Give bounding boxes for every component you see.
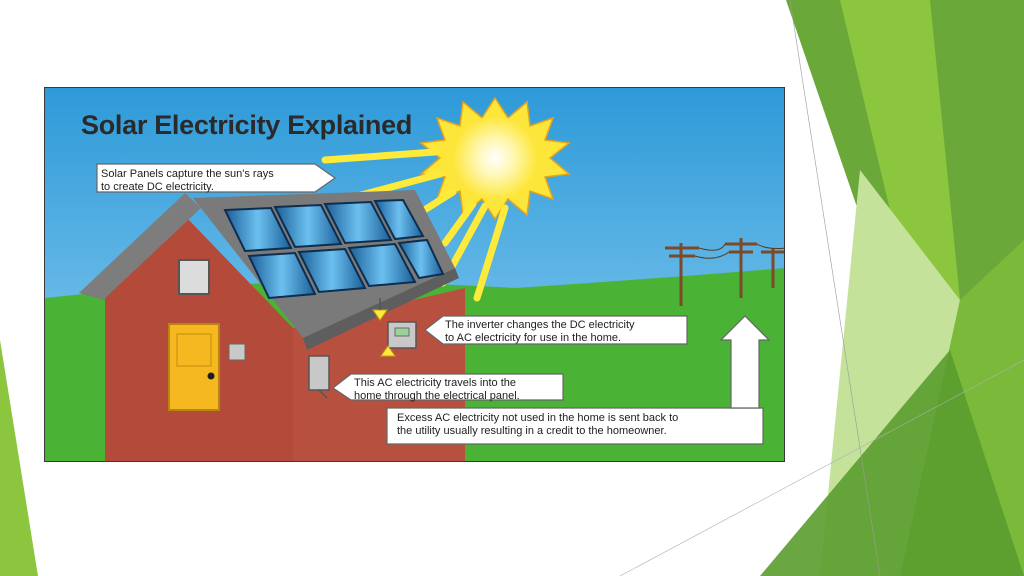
diagram-artwork bbox=[45, 88, 784, 461]
solar-panel bbox=[247, 251, 317, 300]
diagram-title: Solar Electricity Explained bbox=[81, 110, 413, 140]
utility-return-arrow bbox=[719, 315, 771, 409]
wall-outlet bbox=[228, 343, 246, 361]
electrical-panel-box bbox=[308, 355, 330, 391]
green-facet-bottom bbox=[760, 350, 1024, 576]
solar-panel bbox=[223, 206, 293, 253]
solar-panel bbox=[347, 242, 417, 288]
door-knob bbox=[207, 372, 215, 380]
house-window bbox=[178, 259, 210, 295]
thin-accent-line-1 bbox=[789, 0, 881, 576]
door-panel bbox=[176, 333, 212, 367]
inverter-box bbox=[387, 321, 417, 349]
solar-panel-array bbox=[223, 198, 445, 300]
callout-bubble-panels bbox=[96, 163, 337, 193]
roof-edge bbox=[303, 268, 459, 350]
thin-accent-line-2 bbox=[619, 359, 1024, 576]
arrow-up-from-inverter bbox=[380, 345, 396, 357]
callout-bubble-excess bbox=[386, 407, 764, 445]
inverter-display bbox=[394, 327, 410, 337]
utility-poles bbox=[665, 238, 784, 306]
electrical-panel-wire bbox=[318, 389, 328, 399]
roof-left bbox=[79, 193, 201, 300]
power-lines bbox=[694, 243, 784, 259]
callout-solar-panels: Solar Panels capture the sun's rays to c… bbox=[101, 168, 274, 193]
callout-excess-electricity: Excess AC electricity not used in the ho… bbox=[397, 412, 679, 437]
callout-bubble-electrical-panel bbox=[331, 373, 564, 401]
callout-electrical-panel: This AC electricity travels into the hom… bbox=[354, 377, 520, 402]
solar-panel bbox=[297, 247, 367, 294]
solar-panel bbox=[323, 200, 393, 245]
callout-bubble-inverter bbox=[424, 315, 688, 345]
green-facet-left-edge bbox=[0, 340, 38, 576]
solar-panel bbox=[273, 203, 343, 249]
solar-panel bbox=[397, 238, 445, 280]
sun-glow bbox=[453, 116, 537, 200]
solar-electricity-diagram: Solar Electricity Explained Solar Panels… bbox=[44, 87, 785, 462]
callout-inverter: The inverter changes the DC electricity … bbox=[445, 319, 635, 344]
solar-panel bbox=[373, 198, 425, 241]
